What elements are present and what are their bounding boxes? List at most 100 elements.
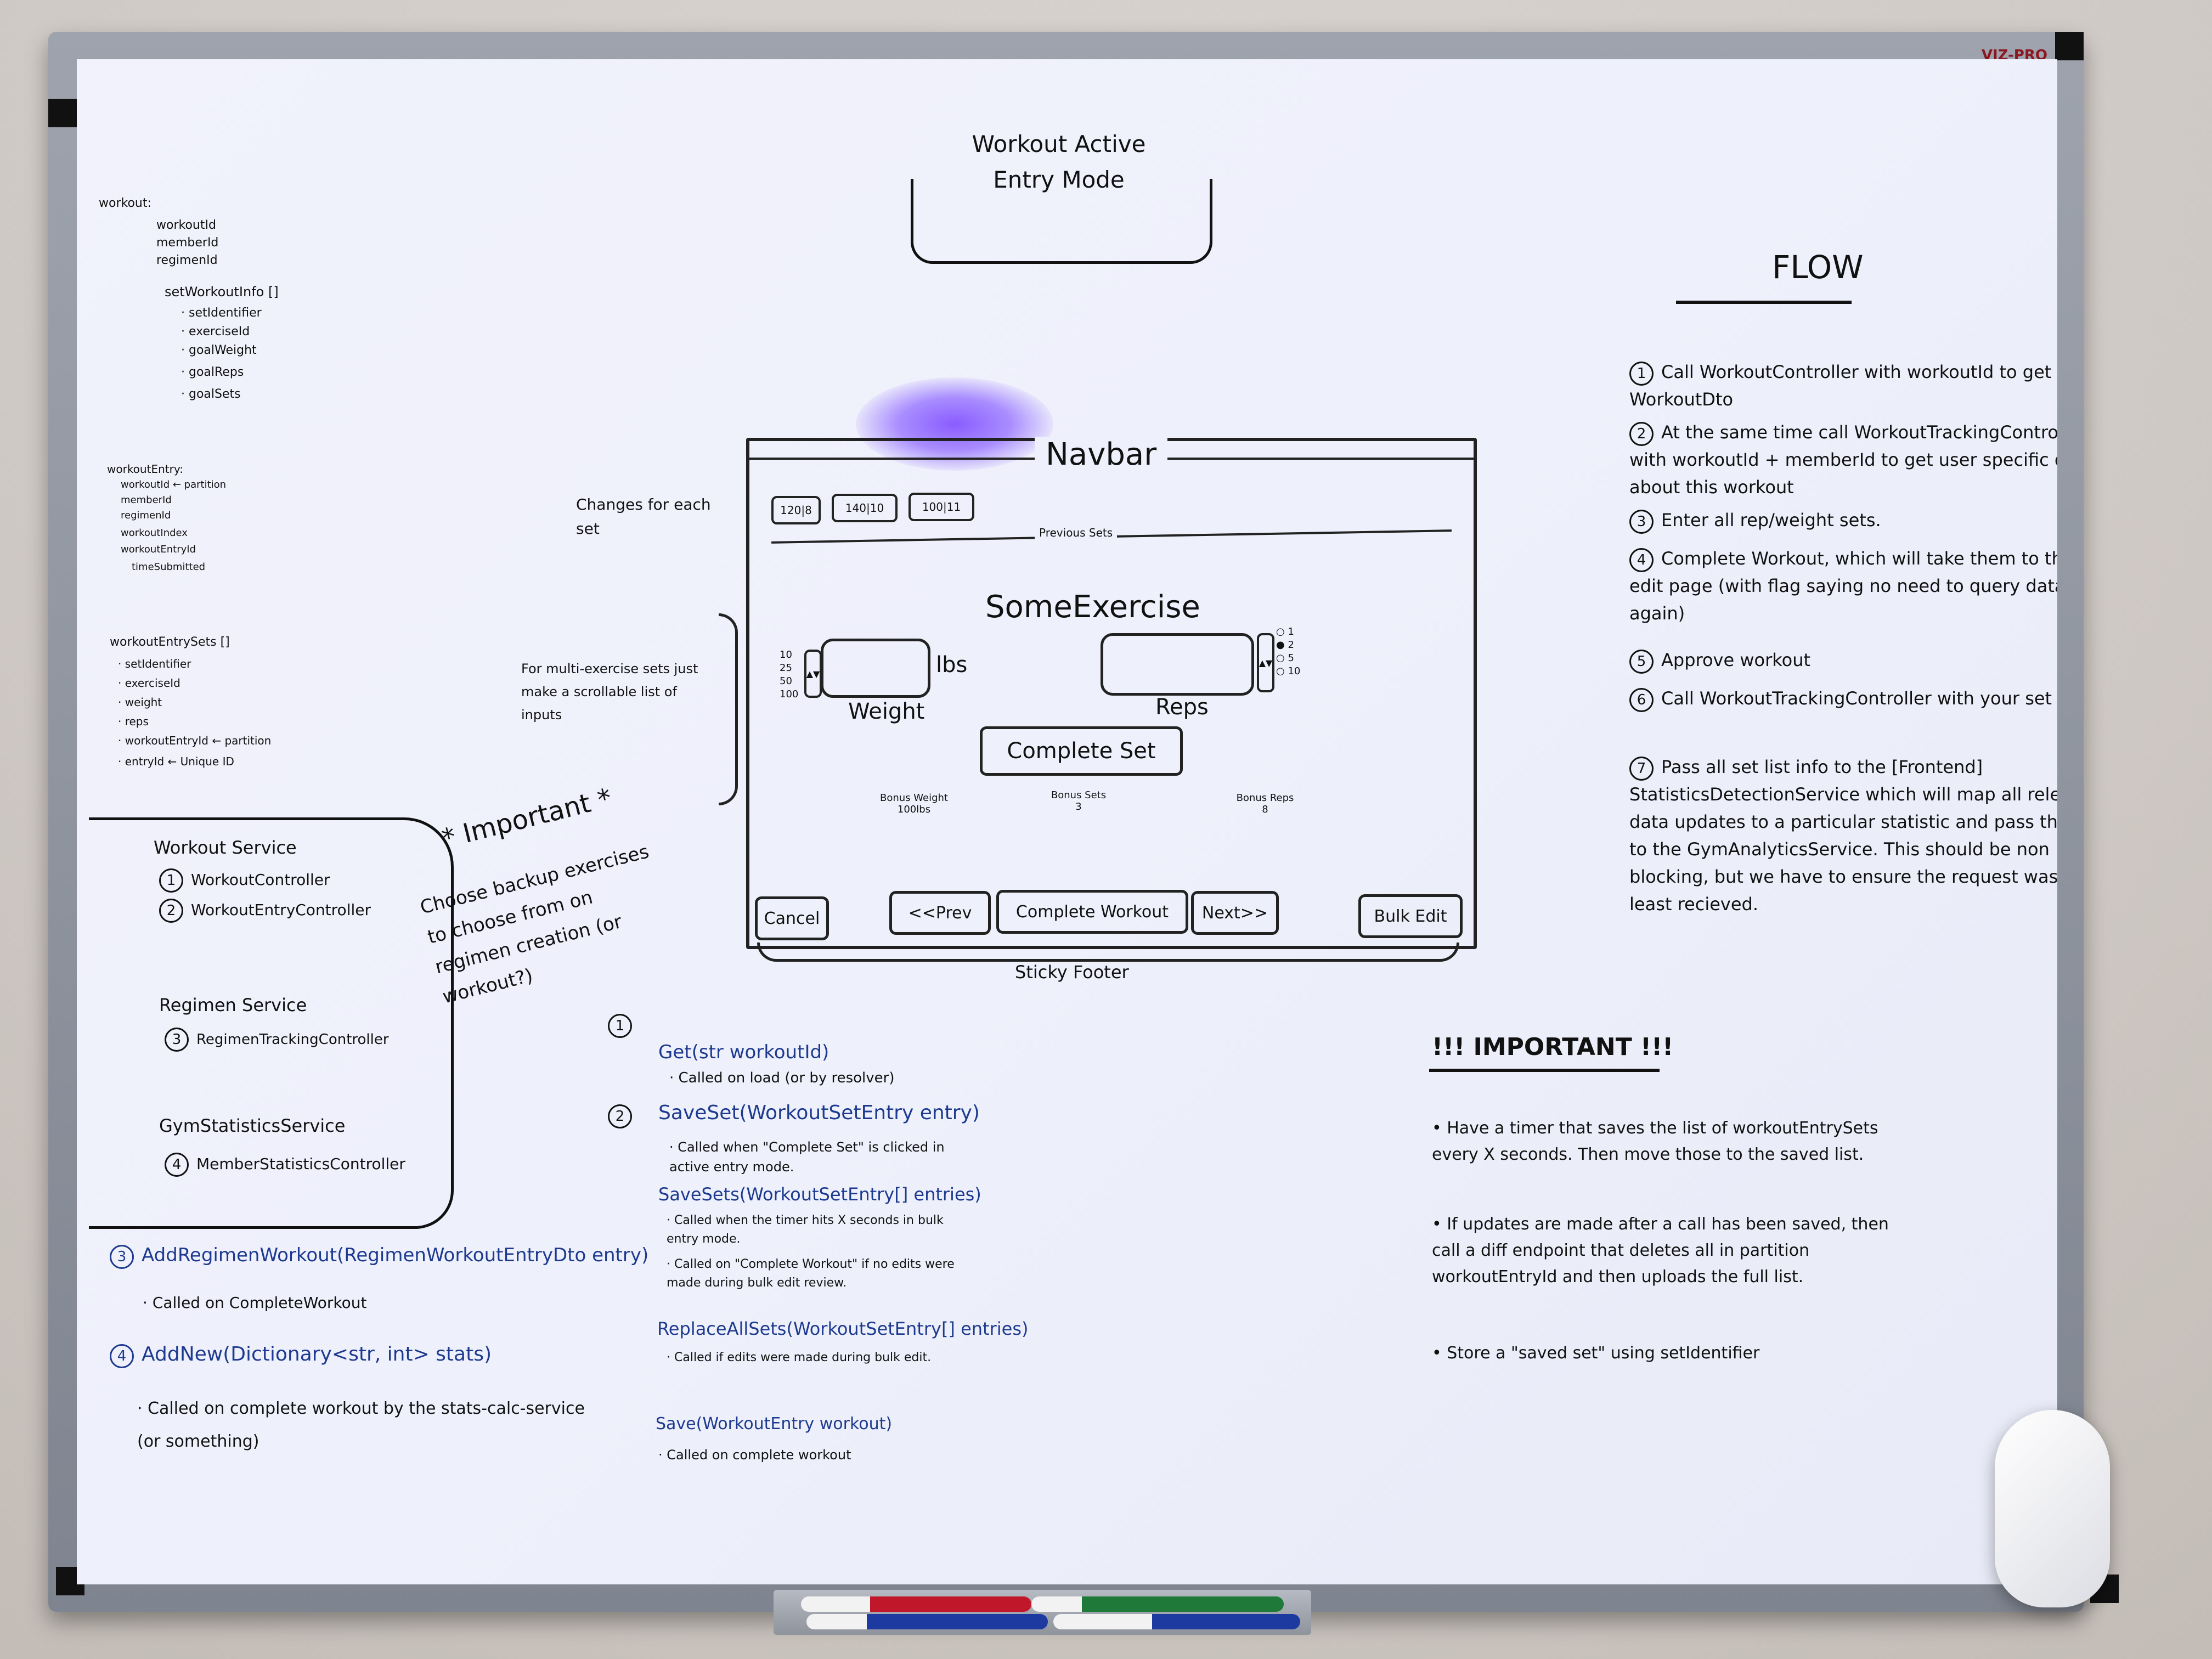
model-field: · setIdentifier: [118, 657, 191, 670]
title-box: [911, 179, 1212, 264]
model-field: regimenId: [156, 253, 218, 267]
model-field: · weight: [118, 696, 162, 709]
mockup-screen: Navbar 120|8 140|10 100|11 Previous Sets…: [746, 437, 1477, 949]
previous-set-chip[interactable]: 100|11: [909, 493, 974, 521]
model-field: · reps: [118, 715, 149, 728]
endpoint-note: · Called on CompleteWorkout: [143, 1294, 367, 1312]
endpoint-save-sets: SaveSets(WorkoutSetEntry[] entries): [658, 1184, 981, 1205]
important-heading-left: * Important *: [439, 782, 615, 855]
red-marker-icon: [801, 1596, 1031, 1612]
model-field: workoutEntryId: [121, 544, 196, 555]
previous-set-chip[interactable]: 140|10: [832, 494, 898, 522]
frame-corner: [2055, 32, 2084, 60]
weight-step-values: 10 25 50 100: [780, 649, 799, 700]
model-array-label: setWorkoutInfo []: [165, 284, 279, 300]
endpoint-note: · Called if edits were made during bulk …: [667, 1351, 932, 1364]
important-bullet-1: • Have a timer that saves the list of wo…: [1432, 1119, 1878, 1164]
endpoint-note: · Called on complete workout: [658, 1447, 851, 1463]
prev-button[interactable]: <<Prev: [889, 891, 991, 935]
reps-step-values: ○ 1 ● 2 ○ 5 ○ 10: [1276, 626, 1301, 677]
frame-corner: [48, 99, 77, 127]
reflection-glow: [856, 377, 1053, 471]
workout-service-title: Workout Service: [154, 837, 297, 858]
important-underline: [1429, 1069, 1660, 1072]
flow-underline: [1676, 301, 1852, 304]
complete-workout-button[interactable]: Complete Workout: [996, 890, 1188, 934]
previous-sets-label: Previous Sets: [1035, 526, 1118, 539]
previous-set-chip[interactable]: 120|8: [771, 496, 821, 524]
model-field: workoutId: [156, 218, 216, 232]
model-field: memberId: [121, 494, 172, 506]
endpoint-note: · Called on complete workout by the stat…: [137, 1399, 585, 1451]
blue-marker-icon: [1053, 1614, 1300, 1629]
services-box: [89, 817, 454, 1229]
endpoint-note: · Called on "Complete Workout" if no edi…: [667, 1257, 955, 1290]
endpoint-note: · Called when the timer hits X seconds i…: [667, 1214, 944, 1246]
annotation-multi-exercise: For multi-exercise sets just make a scro…: [521, 661, 698, 723]
model-field: · goalReps: [181, 365, 244, 379]
model-entry-label: workoutEntry:: [107, 462, 183, 476]
weight-unit: lbs: [936, 652, 968, 678]
mockup-navbar: Navbar: [1035, 437, 1168, 472]
endpoint-save: Save(WorkoutEntry workout): [656, 1414, 893, 1434]
endpoint-number: 1: [608, 1014, 640, 1038]
model-field: · goalWeight: [181, 343, 257, 357]
blue-marker-icon: [806, 1614, 1048, 1629]
next-button[interactable]: Next>>: [1191, 891, 1279, 935]
reps-input[interactable]: [1101, 633, 1254, 696]
flow-heading: FLOW: [1772, 249, 1864, 286]
weight-label: Weight: [848, 699, 925, 724]
model-field: · setIdentifier: [181, 306, 262, 320]
annotation-sticky-footer: Sticky Footer: [1015, 962, 1129, 983]
model-field: · exerciseId: [118, 676, 180, 690]
model-field: · exerciseId: [181, 325, 250, 338]
exercise-name: SomeExercise: [985, 589, 1200, 625]
bonus-reps: Bonus Reps 8: [1236, 792, 1294, 815]
bulk-edit-button[interactable]: Bulk Edit: [1358, 894, 1463, 938]
endpoint-get: Get(str workoutId): [658, 1041, 830, 1063]
weight-input[interactable]: [821, 639, 930, 698]
important-heading-right: !!! IMPORTANT !!!: [1432, 1033, 1674, 1061]
endpoint-note: · Called when "Complete Set" is clicked …: [669, 1139, 945, 1175]
important-bullet-2: • If updates are made after a call has b…: [1432, 1215, 1889, 1286]
title-line-1: Workout Active: [972, 131, 1146, 157]
model-field: memberId: [156, 236, 219, 250]
model-workout-label: workout:: [99, 196, 151, 210]
endpoint-number: 2: [608, 1104, 640, 1128]
gym-stats-service-title: GymStatisticsService: [159, 1115, 346, 1136]
cancel-button[interactable]: Cancel: [755, 896, 829, 940]
bonus-sets: Bonus Sets 3: [1051, 789, 1107, 812]
model-sets-label: workoutEntrySets []: [110, 635, 230, 649]
complete-set-button[interactable]: Complete Set: [980, 726, 1183, 776]
bracket-multi-exercise: [719, 613, 738, 805]
regimen-service-title: Regimen Service: [159, 995, 307, 1015]
endpoint-save-set: SaveSet(WorkoutSetEntry entry): [658, 1102, 980, 1124]
title-line-2: Entry Mode: [993, 166, 1125, 193]
important-note-left: Choose backup exercises to choose from o…: [417, 840, 651, 1008]
model-field: regimenId: [121, 510, 171, 521]
annotation-changes-each-set: Changes for each set: [576, 495, 711, 538]
reps-stepper[interactable]: ▲▼: [1257, 633, 1274, 692]
important-bullet-3: • Store a "saved set" using setIdentifie…: [1432, 1344, 1760, 1363]
model-field: timeSubmitted: [132, 561, 206, 573]
weight-stepper[interactable]: ▲▼: [804, 650, 822, 698]
mouse-icon: [1995, 1410, 2110, 1607]
endpoint-note: · Called on load (or by resolver): [669, 1070, 895, 1086]
model-field: · goalSets: [181, 387, 241, 401]
green-marker-icon: [1031, 1596, 1284, 1612]
endpoint-replace-all-sets: ReplaceAllSets(WorkoutSetEntry[] entries…: [657, 1318, 1029, 1339]
